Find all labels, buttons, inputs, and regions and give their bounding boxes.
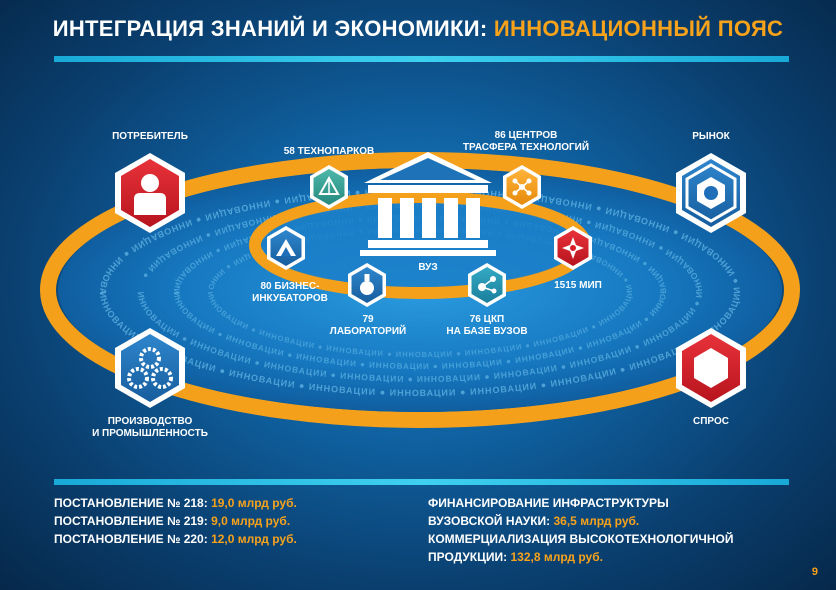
- decree-row: ПОСТАНОВЛЕНИЕ № 220: 12,0 млрд руб.: [54, 532, 297, 546]
- label-production: ПРОИЗВОДСТВО И ПРОМЫШЛЕННОСТЬ: [92, 416, 208, 439]
- label-incubators: 80 БИЗНЕС- ИНКУБАТОРОВ: [252, 281, 328, 304]
- page-title: ИНТЕГРАЦИЯ ЗНАНИЙ И ЭКОНОМИКИ: ИННОВАЦИО…: [0, 16, 836, 42]
- decrees-list: ПОСТАНОВЛЕНИЕ № 218: 19,0 млрд руб. ПОСТ…: [54, 494, 297, 548]
- transfer-centers-hex-icon: [503, 165, 541, 209]
- label-mip: 1515 МИП: [554, 280, 602, 291]
- laboratories-hex-icon: [348, 263, 386, 307]
- decree-row: ПОСТАНОВЛЕНИЕ № 218: 19,0 млрд руб.: [54, 496, 297, 510]
- label-consumer: ПОТРЕБИТЕЛЬ: [112, 131, 188, 142]
- funding-summary: ФИНАНСИРОВАНИЕ ИНФРАСТРУКТУРЫ ВУЗОВСКОЙ …: [428, 496, 734, 564]
- top-divider: [54, 56, 789, 62]
- university-building-icon: [360, 152, 496, 256]
- title-part1: ИНТЕГРАЦИЯ ЗНАНИЙ И ЭКОНОМИКИ:: [52, 16, 488, 41]
- bottom-divider: [54, 479, 789, 485]
- mip-hex-icon: [554, 226, 592, 270]
- demand-hex-icon: [676, 328, 746, 408]
- market-hex-icon: [676, 153, 746, 233]
- label-university: ВУЗ: [418, 262, 438, 273]
- label-technoparks: 58 ТЕХНОПАРКОВ: [283, 146, 375, 157]
- label-market: РЫНОК: [692, 131, 730, 142]
- incubators-hex-icon: [267, 226, 305, 270]
- production-hex-icon: [115, 328, 185, 408]
- technoparks-hex-icon: [310, 165, 348, 209]
- title-part2: ИННОВАЦИОННЫЙ ПОЯС: [493, 16, 784, 41]
- consumer-hex-icon: [115, 153, 185, 233]
- label-transfer-centers: 86 ЦЕНТРОВ ТРАСФЕРА ТЕХНОЛОГИЙ: [462, 130, 590, 153]
- decree-row: ПОСТАНОВЛЕНИЕ № 219: 9,0 млрд руб.: [54, 514, 291, 528]
- label-laboratories: 79 ЛАБОРАТОРИЙ: [329, 314, 407, 337]
- label-demand: СПРОС: [693, 416, 729, 427]
- ckp-hex-icon: [468, 263, 506, 307]
- label-ckp: 76 ЦКП НА БАЗЕ ВУЗОВ: [446, 314, 528, 337]
- page-number: 9: [811, 566, 818, 578]
